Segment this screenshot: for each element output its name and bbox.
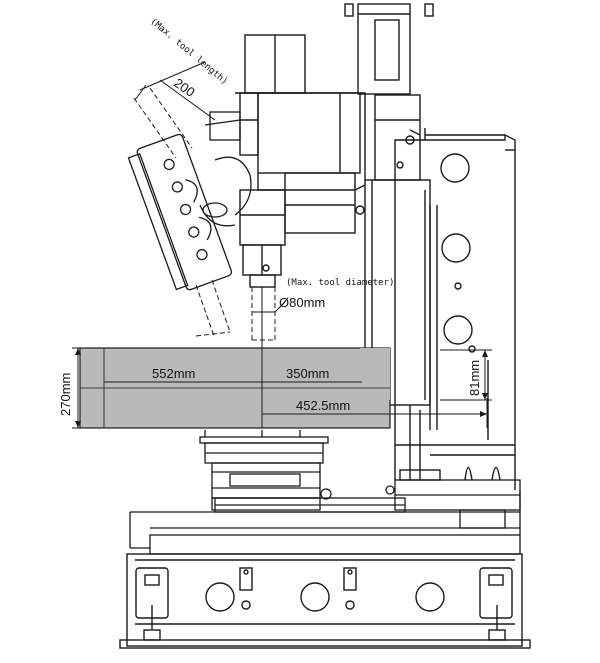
work-envelope	[79, 347, 391, 429]
max-tool-length-caption: (Max. tool length)	[148, 17, 229, 87]
headstock	[235, 3, 434, 406]
max-tool-diameter-caption: (Max. tool diameter)	[286, 278, 394, 288]
tool-changer	[127, 111, 252, 291]
machine-column	[394, 128, 516, 490]
dim-81-label: 81mm	[467, 360, 482, 396]
worktable	[199, 430, 329, 511]
machine-base	[119, 553, 531, 649]
dim-552-label: 552mm	[152, 366, 195, 381]
dim-270-label: 270mm	[58, 373, 73, 416]
dim-452-5-label: 452.5mm	[296, 398, 350, 413]
dim-350-label: 350mm	[286, 366, 329, 381]
max-tool-length-value: 200	[171, 75, 197, 100]
max-tool-diameter-value: Ø80mm	[279, 295, 325, 310]
machine-bed	[129, 479, 521, 555]
dimension-lines	[72, 347, 492, 429]
